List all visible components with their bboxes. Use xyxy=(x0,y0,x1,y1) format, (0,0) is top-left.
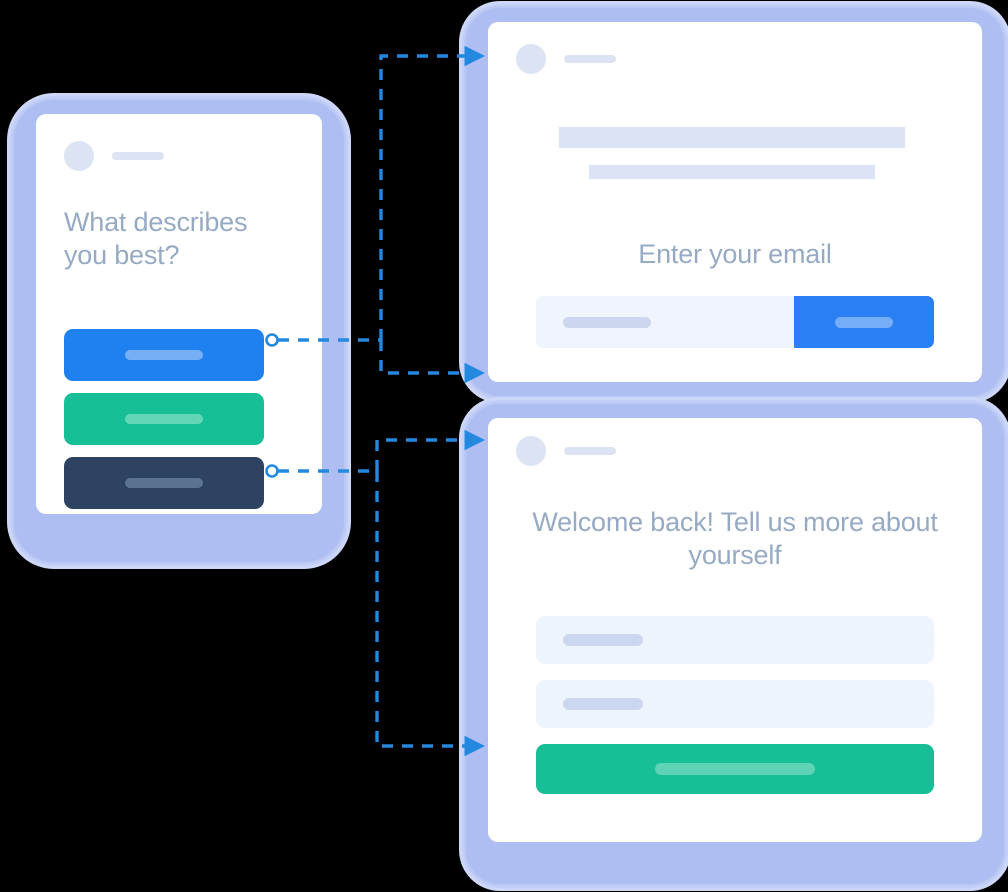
email-card-header xyxy=(516,44,616,74)
phone-device-frame: What describes you best? xyxy=(14,100,344,562)
choice-green-button[interactable] xyxy=(64,393,264,445)
phone-screen: What describes you best? xyxy=(36,114,322,514)
email-placeholder xyxy=(563,316,651,328)
email-card-frame: Enter your email xyxy=(466,8,1004,396)
profile-card-surface: Welcome back! Tell us more about yoursel… xyxy=(488,418,982,842)
skeleton-line-1 xyxy=(559,127,905,148)
skeleton-line-2 xyxy=(589,165,875,179)
cta-label-placeholder xyxy=(655,763,815,775)
phone-card-header xyxy=(64,141,164,171)
profile-submit-button[interactable] xyxy=(536,744,934,794)
choice-navy-button[interactable] xyxy=(64,457,264,509)
submit-label-placeholder xyxy=(835,316,893,328)
choice-blue-button[interactable] xyxy=(64,329,264,381)
avatar-icon xyxy=(64,141,94,171)
profile-card-heading: Welcome back! Tell us more about yoursel… xyxy=(532,507,938,570)
option-label-placeholder xyxy=(125,414,203,424)
field-placeholder xyxy=(563,698,643,710)
avatar-icon xyxy=(516,436,546,466)
name-placeholder-bar xyxy=(564,447,616,455)
email-card-surface: Enter your email xyxy=(488,22,982,382)
email-card-heading: Enter your email xyxy=(638,239,832,269)
email-submit-button[interactable] xyxy=(794,296,934,348)
field-placeholder xyxy=(563,634,643,646)
phone-heading: What describes you best? xyxy=(64,207,248,270)
option-label-placeholder xyxy=(125,350,203,360)
profile-field-1[interactable] xyxy=(536,616,934,664)
email-input[interactable] xyxy=(536,296,794,348)
name-placeholder-bar xyxy=(564,55,616,63)
name-placeholder-bar xyxy=(112,152,164,160)
avatar-icon xyxy=(516,44,546,74)
option-label-placeholder xyxy=(125,478,203,488)
profile-card-frame: Welcome back! Tell us more about yoursel… xyxy=(466,404,1004,884)
profile-card-header xyxy=(516,436,616,466)
email-input-row[interactable] xyxy=(536,296,934,348)
profile-field-2[interactable] xyxy=(536,680,934,728)
